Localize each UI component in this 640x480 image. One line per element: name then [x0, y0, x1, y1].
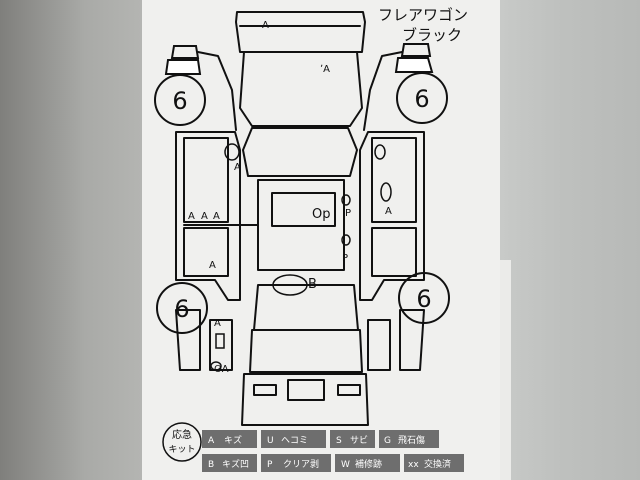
tire-fl-label: 6: [172, 87, 187, 115]
left-mirror-line: [197, 51, 237, 131]
left-front-door: [183, 137, 229, 223]
legend-label-s: サビ: [350, 435, 368, 446]
mark-roof: A: [262, 20, 269, 31]
stamp-line1: 応急: [172, 428, 192, 441]
mark-right-pillar-p2: P: [342, 253, 348, 264]
left-rear-door: [183, 227, 229, 277]
legend-label-p: クリア剥: [283, 459, 319, 470]
hood-outline: [239, 51, 363, 127]
damage-circle-right-pillar: [374, 144, 386, 160]
right-rear-door: [371, 227, 417, 277]
mark-left-sill-2: A: [201, 211, 208, 222]
legend-label-u: ヘコミ: [281, 436, 308, 446]
tire-rear-right: [398, 272, 450, 324]
mark-rear-bumper-left2: OA: [214, 364, 229, 375]
legend-label-w: 補修跡: [355, 458, 382, 470]
legend-code-xx: xx: [408, 460, 419, 470]
legend-label-b: キズ凹: [222, 458, 249, 470]
sunroof-outline: [271, 192, 336, 227]
tire-rear-left: [156, 282, 208, 334]
damage-circle-right-door: [380, 182, 392, 202]
left-body-outline: [175, 131, 241, 301]
mark-roof-center: Op: [312, 207, 330, 222]
mark-left-sill-3: A: [213, 211, 220, 222]
damage-circle-left-pillar: [224, 143, 240, 161]
mark-windshield: ʼA: [320, 64, 330, 75]
roof-outline: [257, 179, 345, 271]
mark-right-pillar-p: P: [345, 208, 351, 219]
mark-left-sill-1: A: [188, 211, 195, 222]
mark-rear-bumper-left: A: [214, 318, 221, 329]
legend-code-s: S: [336, 436, 342, 446]
mark-left-front-door: A: [234, 162, 241, 173]
mark-left-rear-door: A: [209, 260, 216, 271]
right-front-door: [371, 137, 417, 223]
rear-window-outline: [253, 284, 359, 331]
damage-circle-rear-window: [272, 274, 308, 296]
mark-rear-window: B: [308, 277, 317, 292]
car-name-line1: フレアワゴン: [378, 6, 468, 24]
stamp: 応急 キット: [162, 422, 202, 462]
legend-code-u: U: [267, 436, 274, 446]
windshield-outline: [242, 127, 358, 177]
tire-fr-label: 6: [414, 85, 429, 113]
right-body-outline: [359, 131, 425, 301]
legend-code-g: G: [384, 436, 391, 446]
legend-label-g: 飛石傷: [398, 434, 425, 446]
stamp-line2: キット: [168, 445, 195, 455]
legend-code-w: W: [341, 460, 350, 470]
right-mirror-line: [363, 51, 403, 131]
legend-code-p: P: [267, 460, 273, 470]
legend-code-b: B: [208, 460, 214, 470]
tire-rr-label: 6: [416, 285, 431, 313]
rear-hatch-outline: [249, 329, 363, 373]
legend: A キズ U ヘコミ S サビ G 飛石傷 B キズ凹 P クリア剥 W 補修跡…: [202, 430, 464, 472]
legend-code-a: A: [208, 436, 215, 446]
background-left: [0, 0, 142, 480]
mark-right-door-a: A: [385, 206, 392, 217]
background-right: [500, 0, 640, 480]
rear-bumper-outline: [241, 373, 369, 426]
car-name-line2: ブラック: [402, 26, 462, 44]
tire-rl-label: 6: [174, 295, 189, 323]
legend-label-xx: 交換済: [424, 458, 451, 470]
license-plate-outline: [287, 379, 325, 401]
legend-label-a: キズ: [224, 434, 242, 446]
front-bumper-outline: [235, 11, 366, 53]
